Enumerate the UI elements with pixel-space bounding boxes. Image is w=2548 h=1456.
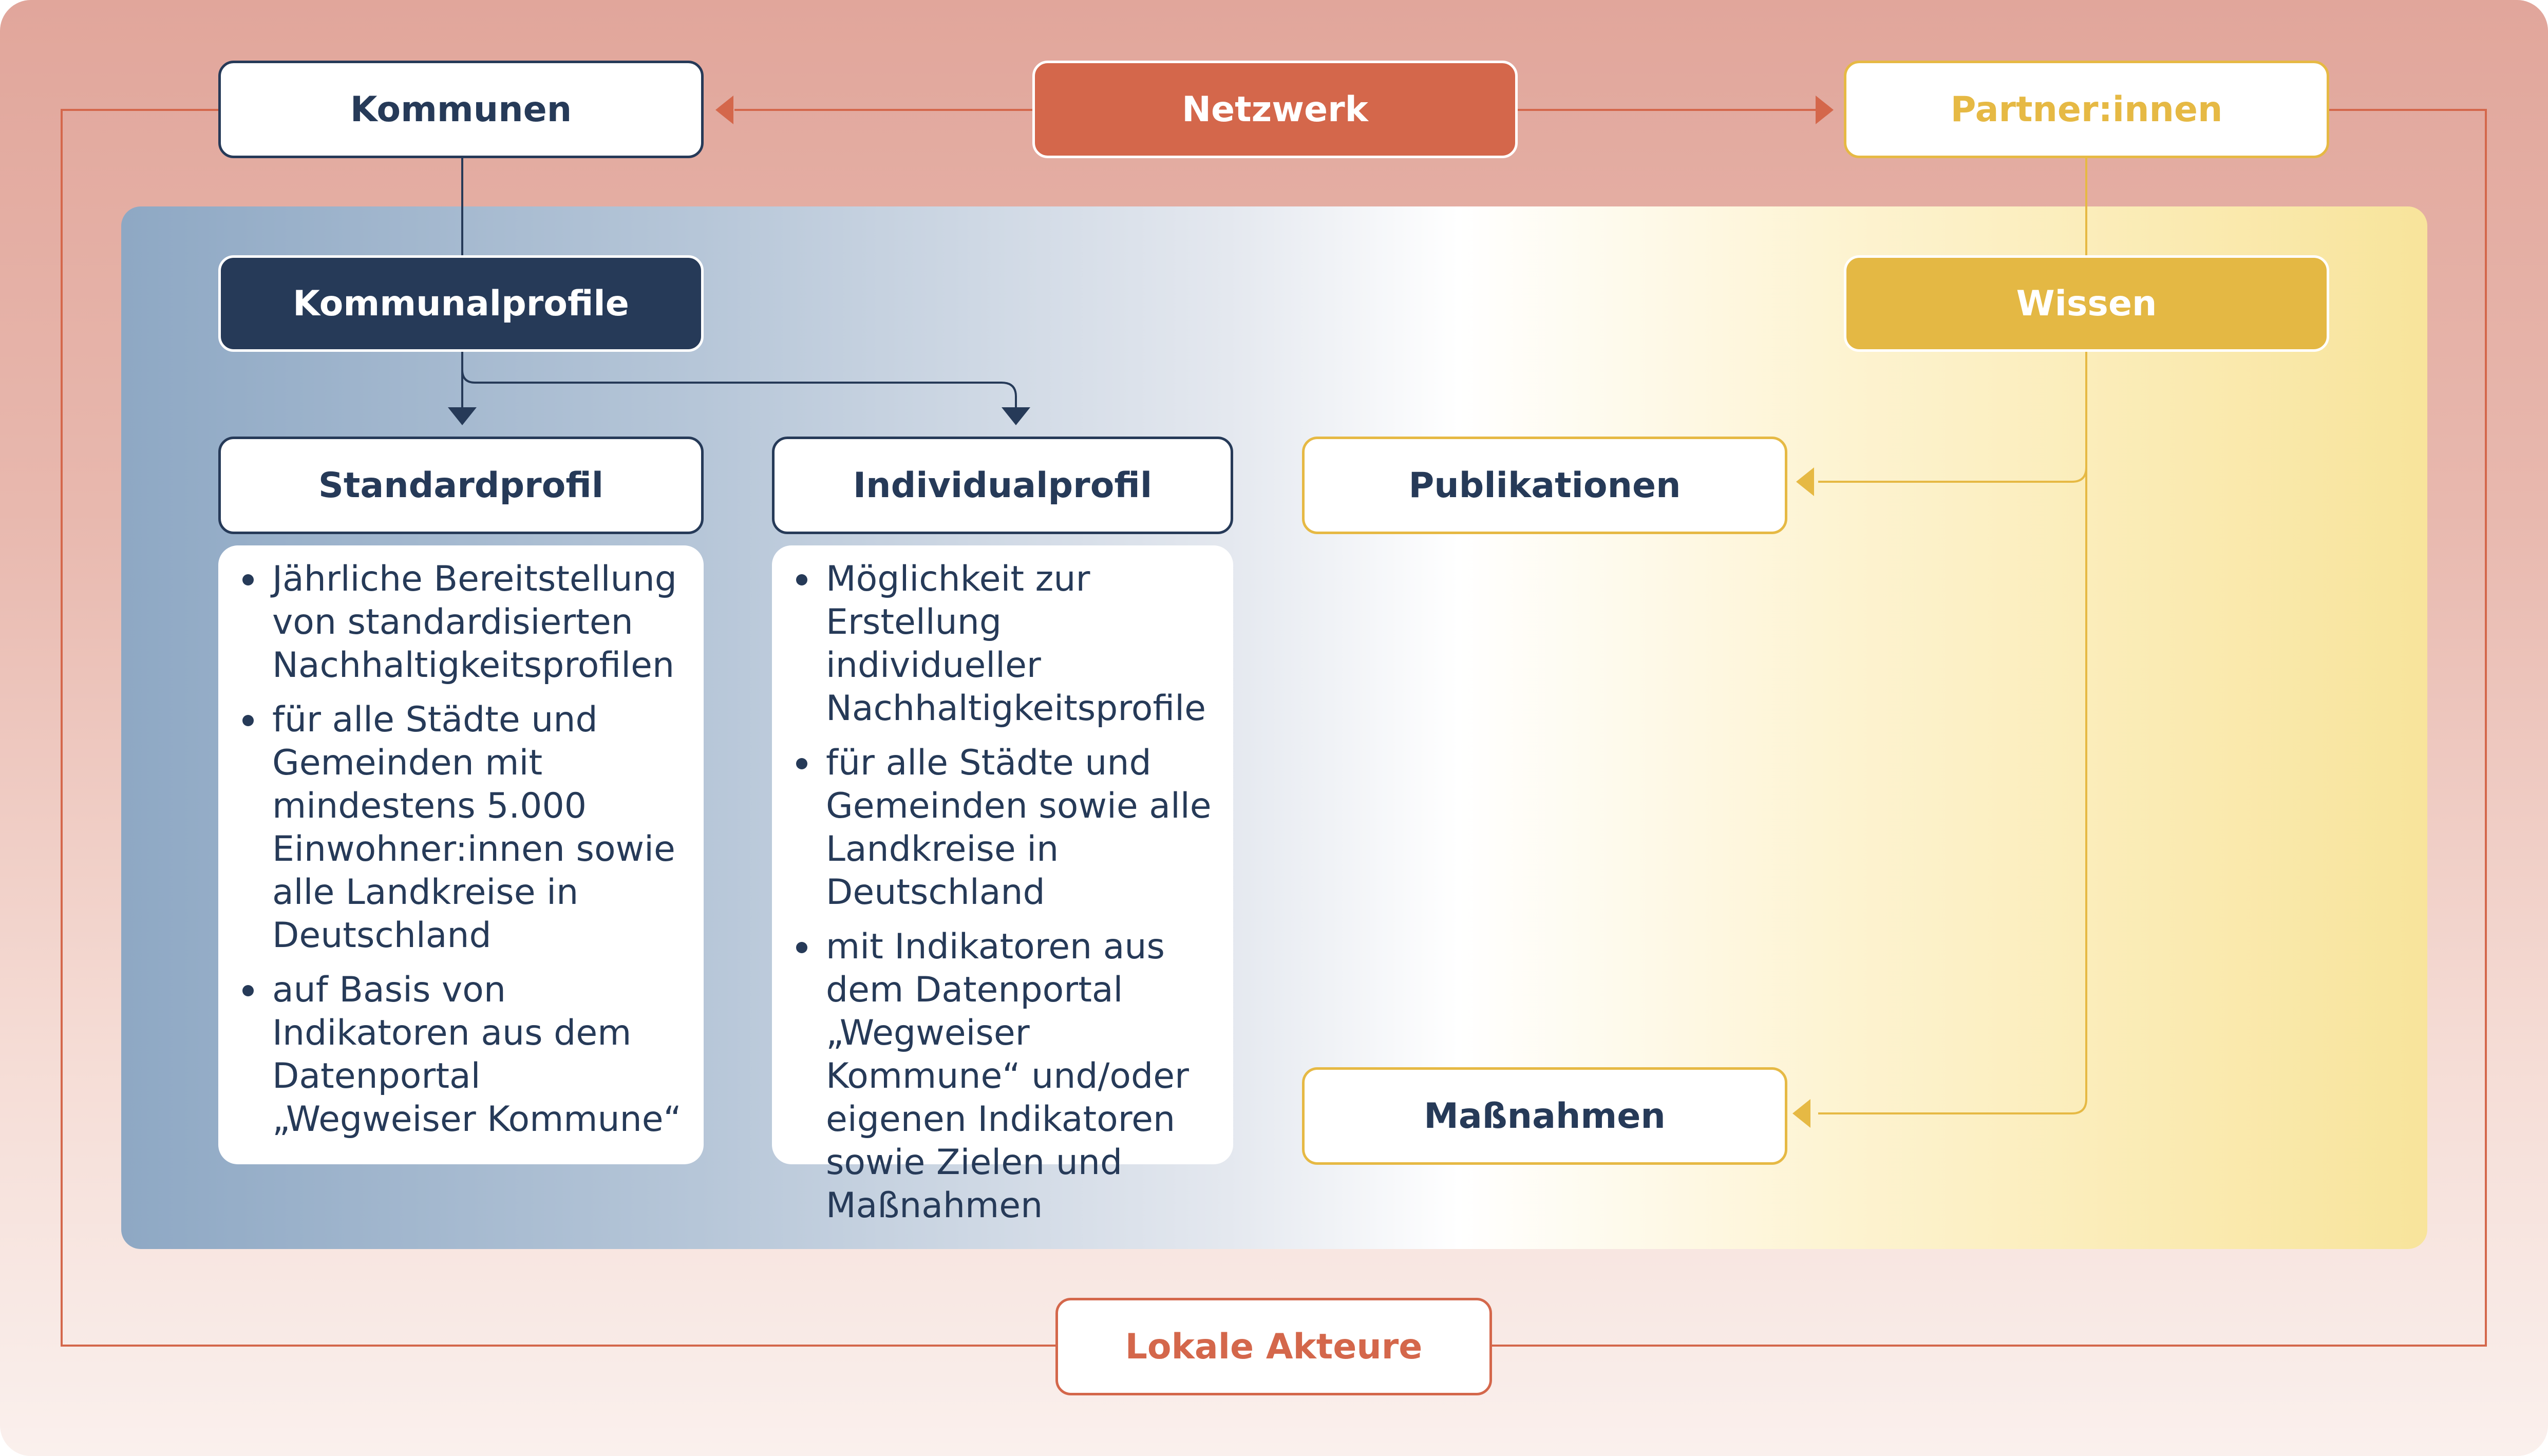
line-to-measures [1818, 462, 2087, 1114]
arrowhead-standard [448, 407, 477, 425]
individualprofil-box: Individualprofil [772, 437, 1233, 534]
line-to-publications [1818, 349, 2087, 483]
individualprofil-bullets: Möglichkeit zur Erstellung individueller… [772, 558, 1223, 1227]
bullet-item: mit Indikatoren aus dem Datenportal „Weg… [796, 925, 1223, 1227]
arrowhead-publications [1796, 467, 1814, 496]
bullet-item: für alle Städte und Gemeinden mit mindes… [242, 698, 688, 957]
kommunen-box: Kommunen [218, 61, 704, 158]
bullet-item: Möglichkeit zur Erstellung individueller… [796, 558, 1223, 730]
arrowhead-individual [1002, 407, 1030, 425]
arrowhead-kommunen [715, 96, 733, 124]
individualprofil-details: Möglichkeit zur Erstellung individueller… [772, 545, 1233, 1226]
standardprofil-bullets: Jährliche Bereitstellung von standardisi… [218, 558, 688, 1141]
bullet-item: Jährliche Bereitstellung von standardisi… [242, 558, 688, 687]
partners-box: Partner:innen [1844, 61, 2329, 158]
arrowhead-partners [1816, 96, 1834, 124]
lokale-akteure-box: Lokale Akteure [1055, 1298, 1492, 1395]
kommunalprofile-box: Kommunalprofile [218, 255, 704, 352]
bullet-item: auf Basis von Indikatoren aus dem Datenp… [242, 969, 688, 1141]
network-loop-line-right [1492, 109, 2487, 1347]
line-to-individual [461, 369, 1017, 408]
netzwerk-box: Netzwerk [1032, 61, 1518, 158]
network-loop-line [61, 109, 1058, 1347]
arrowhead-measures [1792, 1099, 1810, 1128]
massnahmen-box: Maßnahmen [1302, 1067, 1787, 1165]
wissen-box: Wissen [1844, 255, 2329, 352]
standardprofil-box: Standardprofil [218, 437, 704, 534]
bullet-item: für alle Städte und Gemeinden sowie alle… [796, 742, 1223, 914]
publikationen-box: Publikationen [1302, 437, 1787, 534]
standardprofil-details: Jährliche Bereitstellung von standardisi… [218, 545, 704, 1164]
